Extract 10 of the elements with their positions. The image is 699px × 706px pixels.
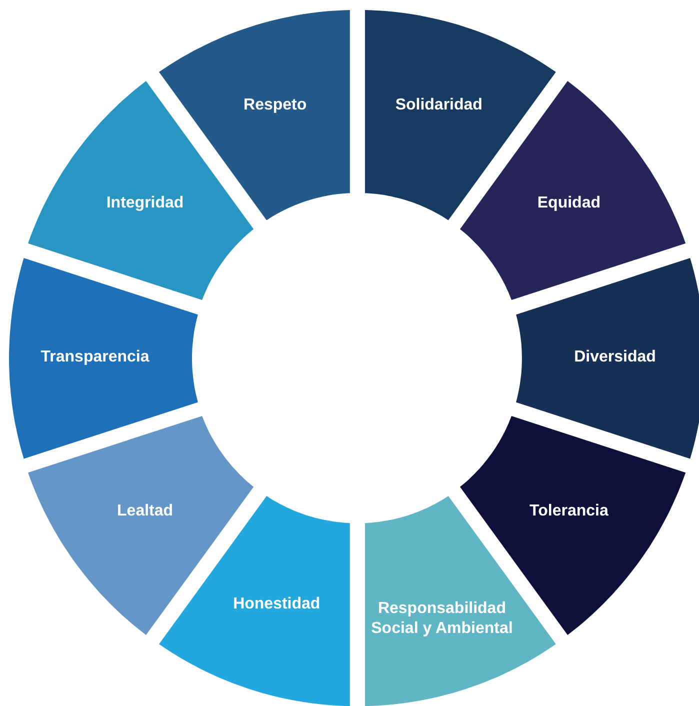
segment-label: Lealtad [116,502,174,522]
segment-label: Responsabilidad Social y Ambiental [370,598,514,640]
segment-label: Integridad [105,194,185,214]
segment-label: Tolerancia [528,502,610,522]
segment-label: Transparencia [40,348,150,368]
segment-label: Honestidad [232,594,322,615]
segment-label: Solidaridad [394,96,484,116]
segment-label: Equidad [536,194,602,214]
segment-label: Respeto [242,96,308,116]
segment-label: Diversidad [573,348,657,368]
